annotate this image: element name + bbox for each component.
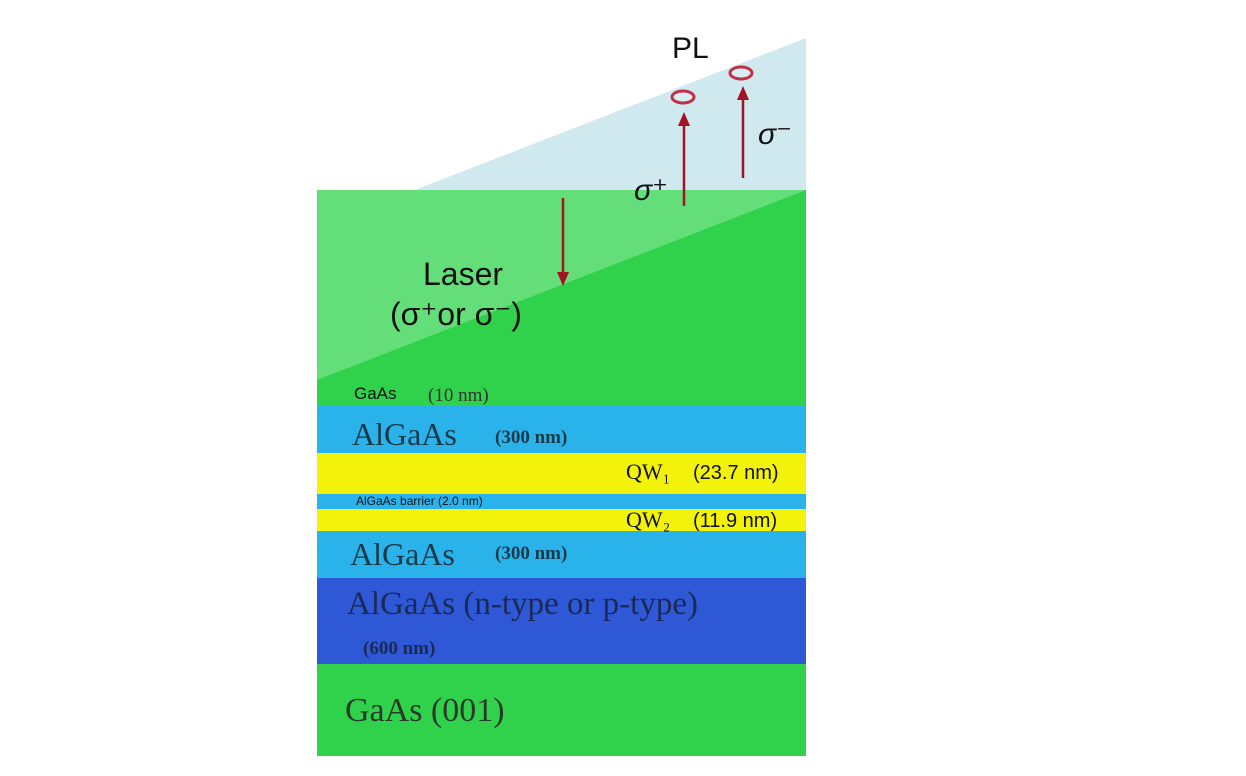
sigma-minus-label: σ⁻	[758, 118, 792, 151]
gaas-cap-thickness: (10 nm)	[428, 385, 489, 406]
algaas-doped-label: AlGaAs (n-type or p-type)	[347, 586, 698, 622]
pl-label: PL	[672, 32, 709, 65]
qw2-name: QW₂	[626, 507, 670, 532]
laser-label-line2: (σ⁺or σ⁻)	[390, 296, 522, 332]
laser-label-line1: Laser	[423, 256, 503, 292]
algaas-doped-thickness: (600 nm)	[363, 638, 435, 659]
qw2-thickness: (11.9 nm)	[693, 510, 777, 532]
algaas-bottom-name: AlGaAs	[350, 536, 455, 572]
gaas-cap-name: GaAs	[354, 384, 397, 403]
polarization-ring-sigma-plus-icon	[670, 89, 696, 105]
laser-arrow-head	[557, 272, 569, 286]
pl-arrow-sigma-plus-head	[678, 112, 690, 126]
algaas-top-name: AlGaAs	[352, 416, 457, 452]
gaas-cap-layer	[317, 380, 806, 406]
light-beam-lower	[317, 190, 806, 380]
algaas-doped-layer	[317, 578, 806, 664]
qw2-layer	[317, 509, 806, 531]
pl-arrow-sigma-minus-head	[737, 86, 749, 100]
qw1-thickness: (23.7 nm)	[693, 462, 779, 484]
sigma-plus-label: σ⁺	[634, 174, 668, 207]
polarization-ring-sigma-minus-icon	[728, 65, 754, 81]
algaas-barrier-layer	[317, 494, 806, 509]
algaas-bottom-thickness: (300 nm)	[495, 543, 567, 564]
barrier-label: AlGaAs barrier (2.0 nm)	[356, 494, 483, 508]
qw1-name: QW₁	[626, 459, 670, 484]
substrate-label: GaAs (001)	[345, 692, 505, 729]
algaas-bottom-layer	[317, 531, 806, 578]
algaas-top-layer	[317, 406, 806, 453]
gaas-substrate-layer	[317, 664, 806, 756]
qw1-layer	[317, 453, 806, 494]
algaas-top-thickness: (300 nm)	[495, 427, 567, 448]
